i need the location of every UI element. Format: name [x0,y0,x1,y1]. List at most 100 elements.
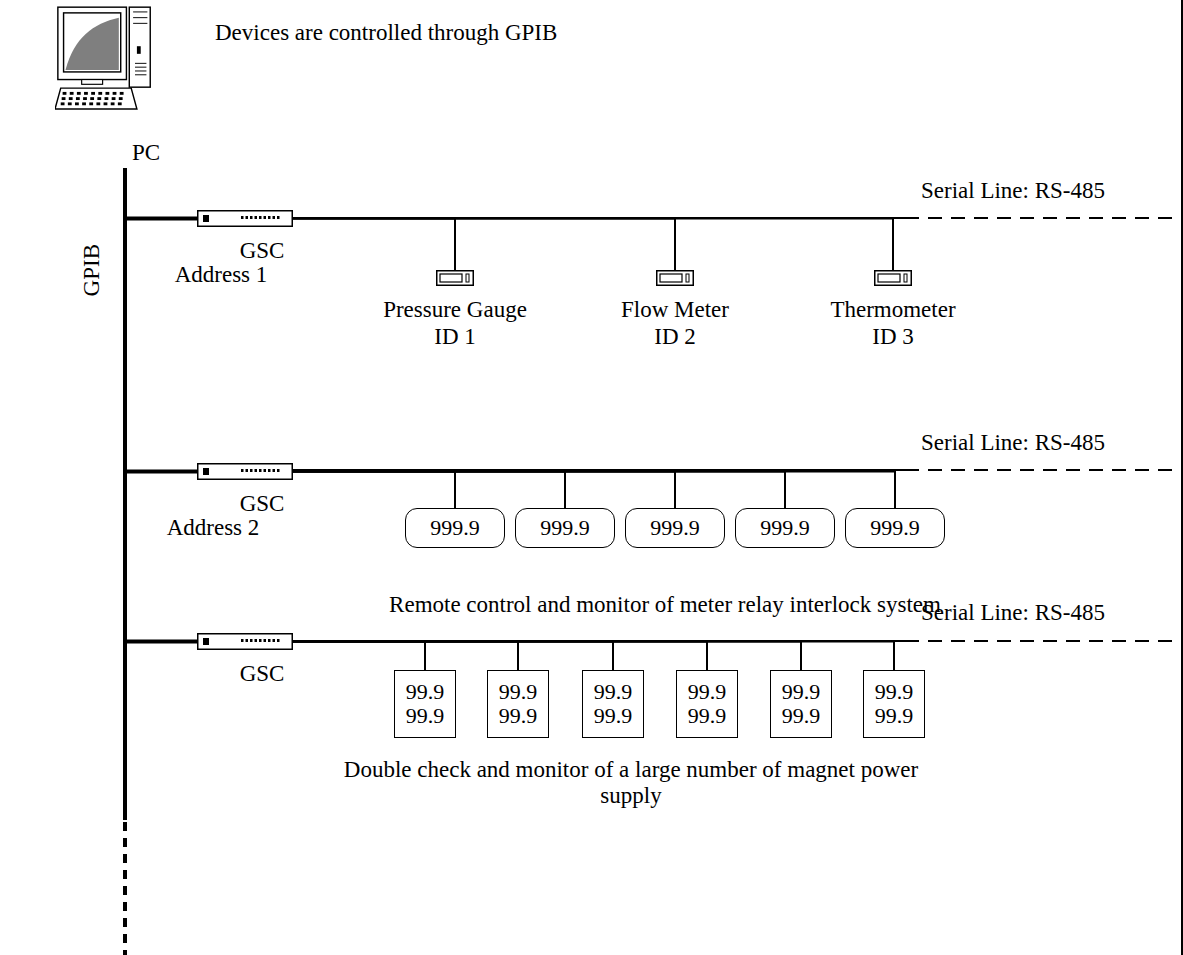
key [105,97,109,100]
key [111,102,115,105]
tower-vents [135,63,146,74]
flow-meter: Flow MeterID 2 [656,270,694,286]
gsc-dot [255,216,258,219]
gsc-icon [197,210,293,227]
keyboard [55,88,137,109]
gsc-dot [250,216,253,219]
serial-connector [293,472,675,509]
key [84,92,88,95]
power-supply-monitor: 99.999.9 [487,670,549,738]
gsc-dot [268,639,271,642]
key [120,92,124,95]
node-sublabel: ID 3 [872,324,914,350]
serial-connector [293,642,894,671]
readout-value: 99.9 [875,680,914,704]
serial-connector [293,642,707,671]
monitor-case [58,7,127,79]
key [112,97,116,100]
gsc-case [198,634,293,650]
gsc-case [198,464,293,480]
device-icon [874,270,912,286]
tower-button [137,46,141,54]
serial-connector [293,472,455,509]
device-knob [904,274,907,282]
gsc-dot [277,469,280,472]
node-sublabel: Address 2 [167,515,260,541]
screen-curve [65,18,118,70]
serial-line-continuation [905,469,1183,471]
node-sublabel: ID 1 [434,324,476,350]
key [113,92,117,95]
gsc-dot [241,216,244,219]
gsc-icon [197,633,293,650]
gsc-dot [264,639,267,642]
readout-value: 999.9 [540,516,590,540]
readout-value: 99.9 [499,680,538,704]
key [118,102,122,105]
serial-line-continuation [905,640,1183,642]
meter-relay: 999.9 [515,508,615,548]
readout-value: 999.9 [760,516,810,540]
gsc-dot [246,639,249,642]
readout-value: 999.9 [650,516,700,540]
readout-value: 99.9 [688,704,727,728]
power-supply-monitor: 99.999.9 [863,670,925,738]
meter-relay: 999.9 [405,508,505,548]
serial-connector [293,219,455,271]
group-caption: Double check and monitor of a large numb… [344,757,919,810]
serial-line-continuation [905,217,1183,219]
serial-connector [293,472,785,509]
key [119,97,123,100]
device-display [660,274,682,282]
pressure-gauge: Pressure GaugeID 1 [436,270,474,286]
diagram-note: Devices are controlled through GPIB [215,20,557,46]
readout-value: 99.9 [594,704,633,728]
gsc-dot [268,469,271,472]
key [97,97,101,100]
gsc-dot [273,216,276,219]
gsc-dot [264,216,267,219]
meter-relay: 999.9 [845,508,945,548]
gsc-dot [241,469,244,472]
device-knob [686,274,689,282]
gsc-dot [259,469,262,472]
gsc-converter: GSCAddress 2 [197,463,293,480]
key [104,102,108,105]
key [75,102,79,105]
key [63,92,67,95]
readout-value: 99.9 [875,704,914,728]
key [98,92,102,95]
tower-bays [133,12,147,23]
key [62,97,66,100]
pc-icon [55,3,155,118]
serial-connector [293,219,893,271]
serial-connector [293,642,613,671]
gsc-converter: GSC [197,633,293,650]
serial-connector [293,642,425,671]
device-knob [466,274,469,282]
node-sublabel: Address 1 [175,262,268,288]
gsc-led [203,468,209,475]
gsc-dot [241,639,244,642]
gsc-dot [246,469,249,472]
readout-value: 99.9 [406,680,445,704]
device-display [878,274,900,282]
key [90,97,94,100]
node-label: Flow Meter [621,297,729,323]
gsc-dot [259,639,262,642]
node-label: PC [132,140,160,166]
node-sublabel: ID 2 [654,324,696,350]
power-supply-monitor: 99.999.9 [582,670,644,738]
power-supply-monitor: 99.999.9 [394,670,456,738]
node-label: GSC [240,661,285,687]
serial-connector [293,642,801,671]
node-label: GSC [240,238,285,264]
power-supply-monitor: 99.999.9 [770,670,832,738]
gsc-icon [197,463,293,480]
key [69,97,73,100]
gsc-dot [255,469,258,472]
gsc-led [203,215,209,222]
serial-connector [293,642,518,671]
